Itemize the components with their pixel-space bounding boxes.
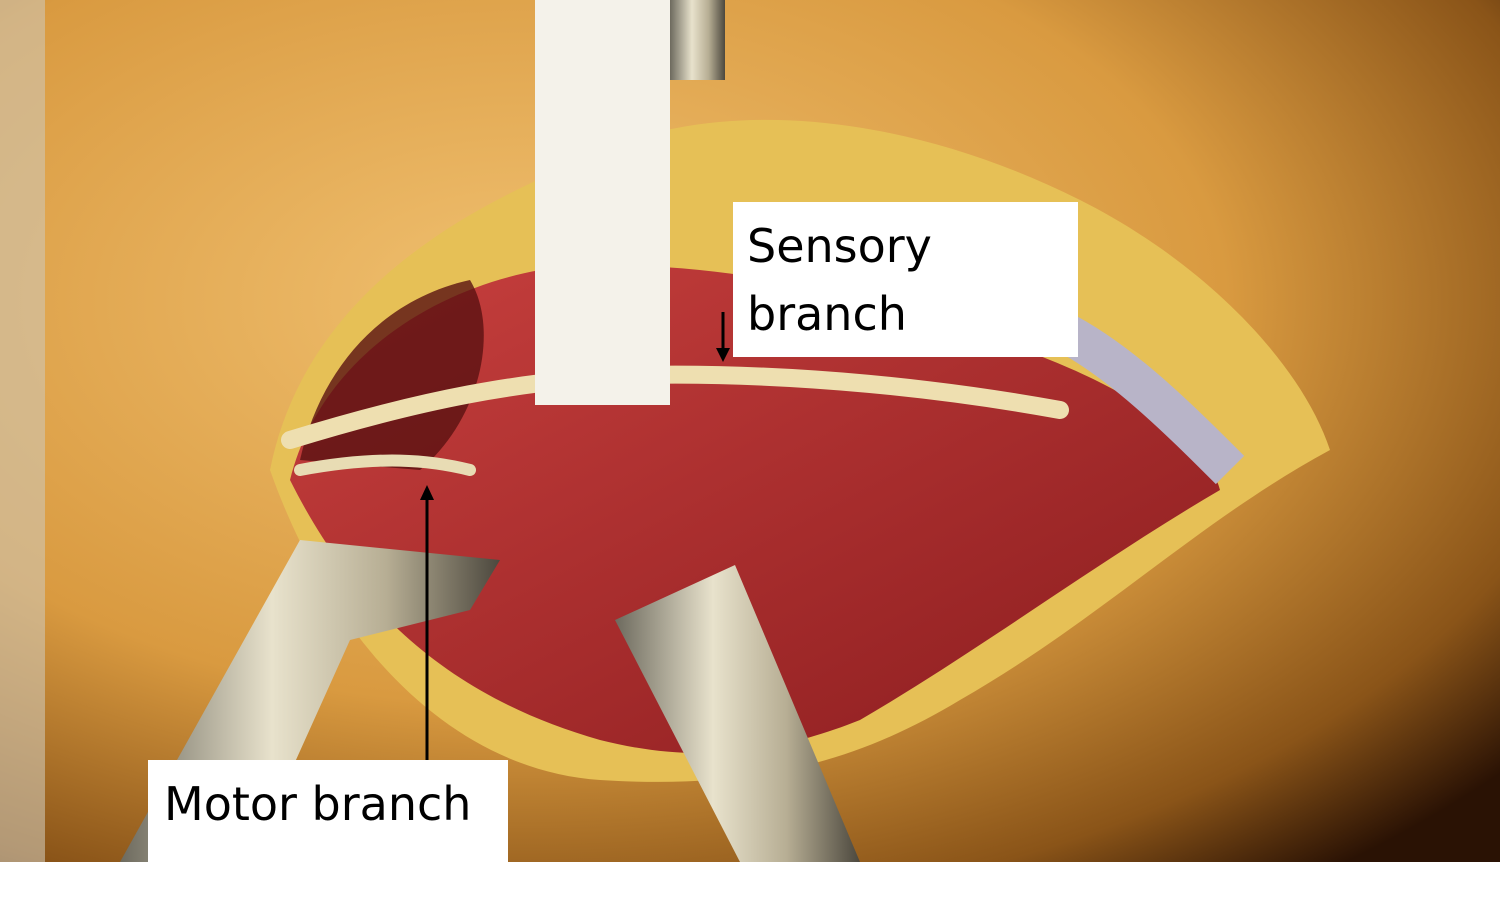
surgical-photo [0,0,1500,862]
motor-nerve [294,454,476,476]
retractor-right [615,565,860,862]
tendon [1050,312,1245,485]
sensory-label-line2: branch [747,287,907,341]
sensory-arrowhead [716,348,730,362]
gauze-left [0,0,45,862]
clamp [670,0,725,80]
sensory-label-line1: Sensory [747,219,932,273]
motor-branch-label: Motor branch [148,760,508,862]
surgical-tape [535,0,670,405]
motor-arrowhead [420,485,434,500]
sensory-branch-label: Sensory branch [733,202,1078,357]
